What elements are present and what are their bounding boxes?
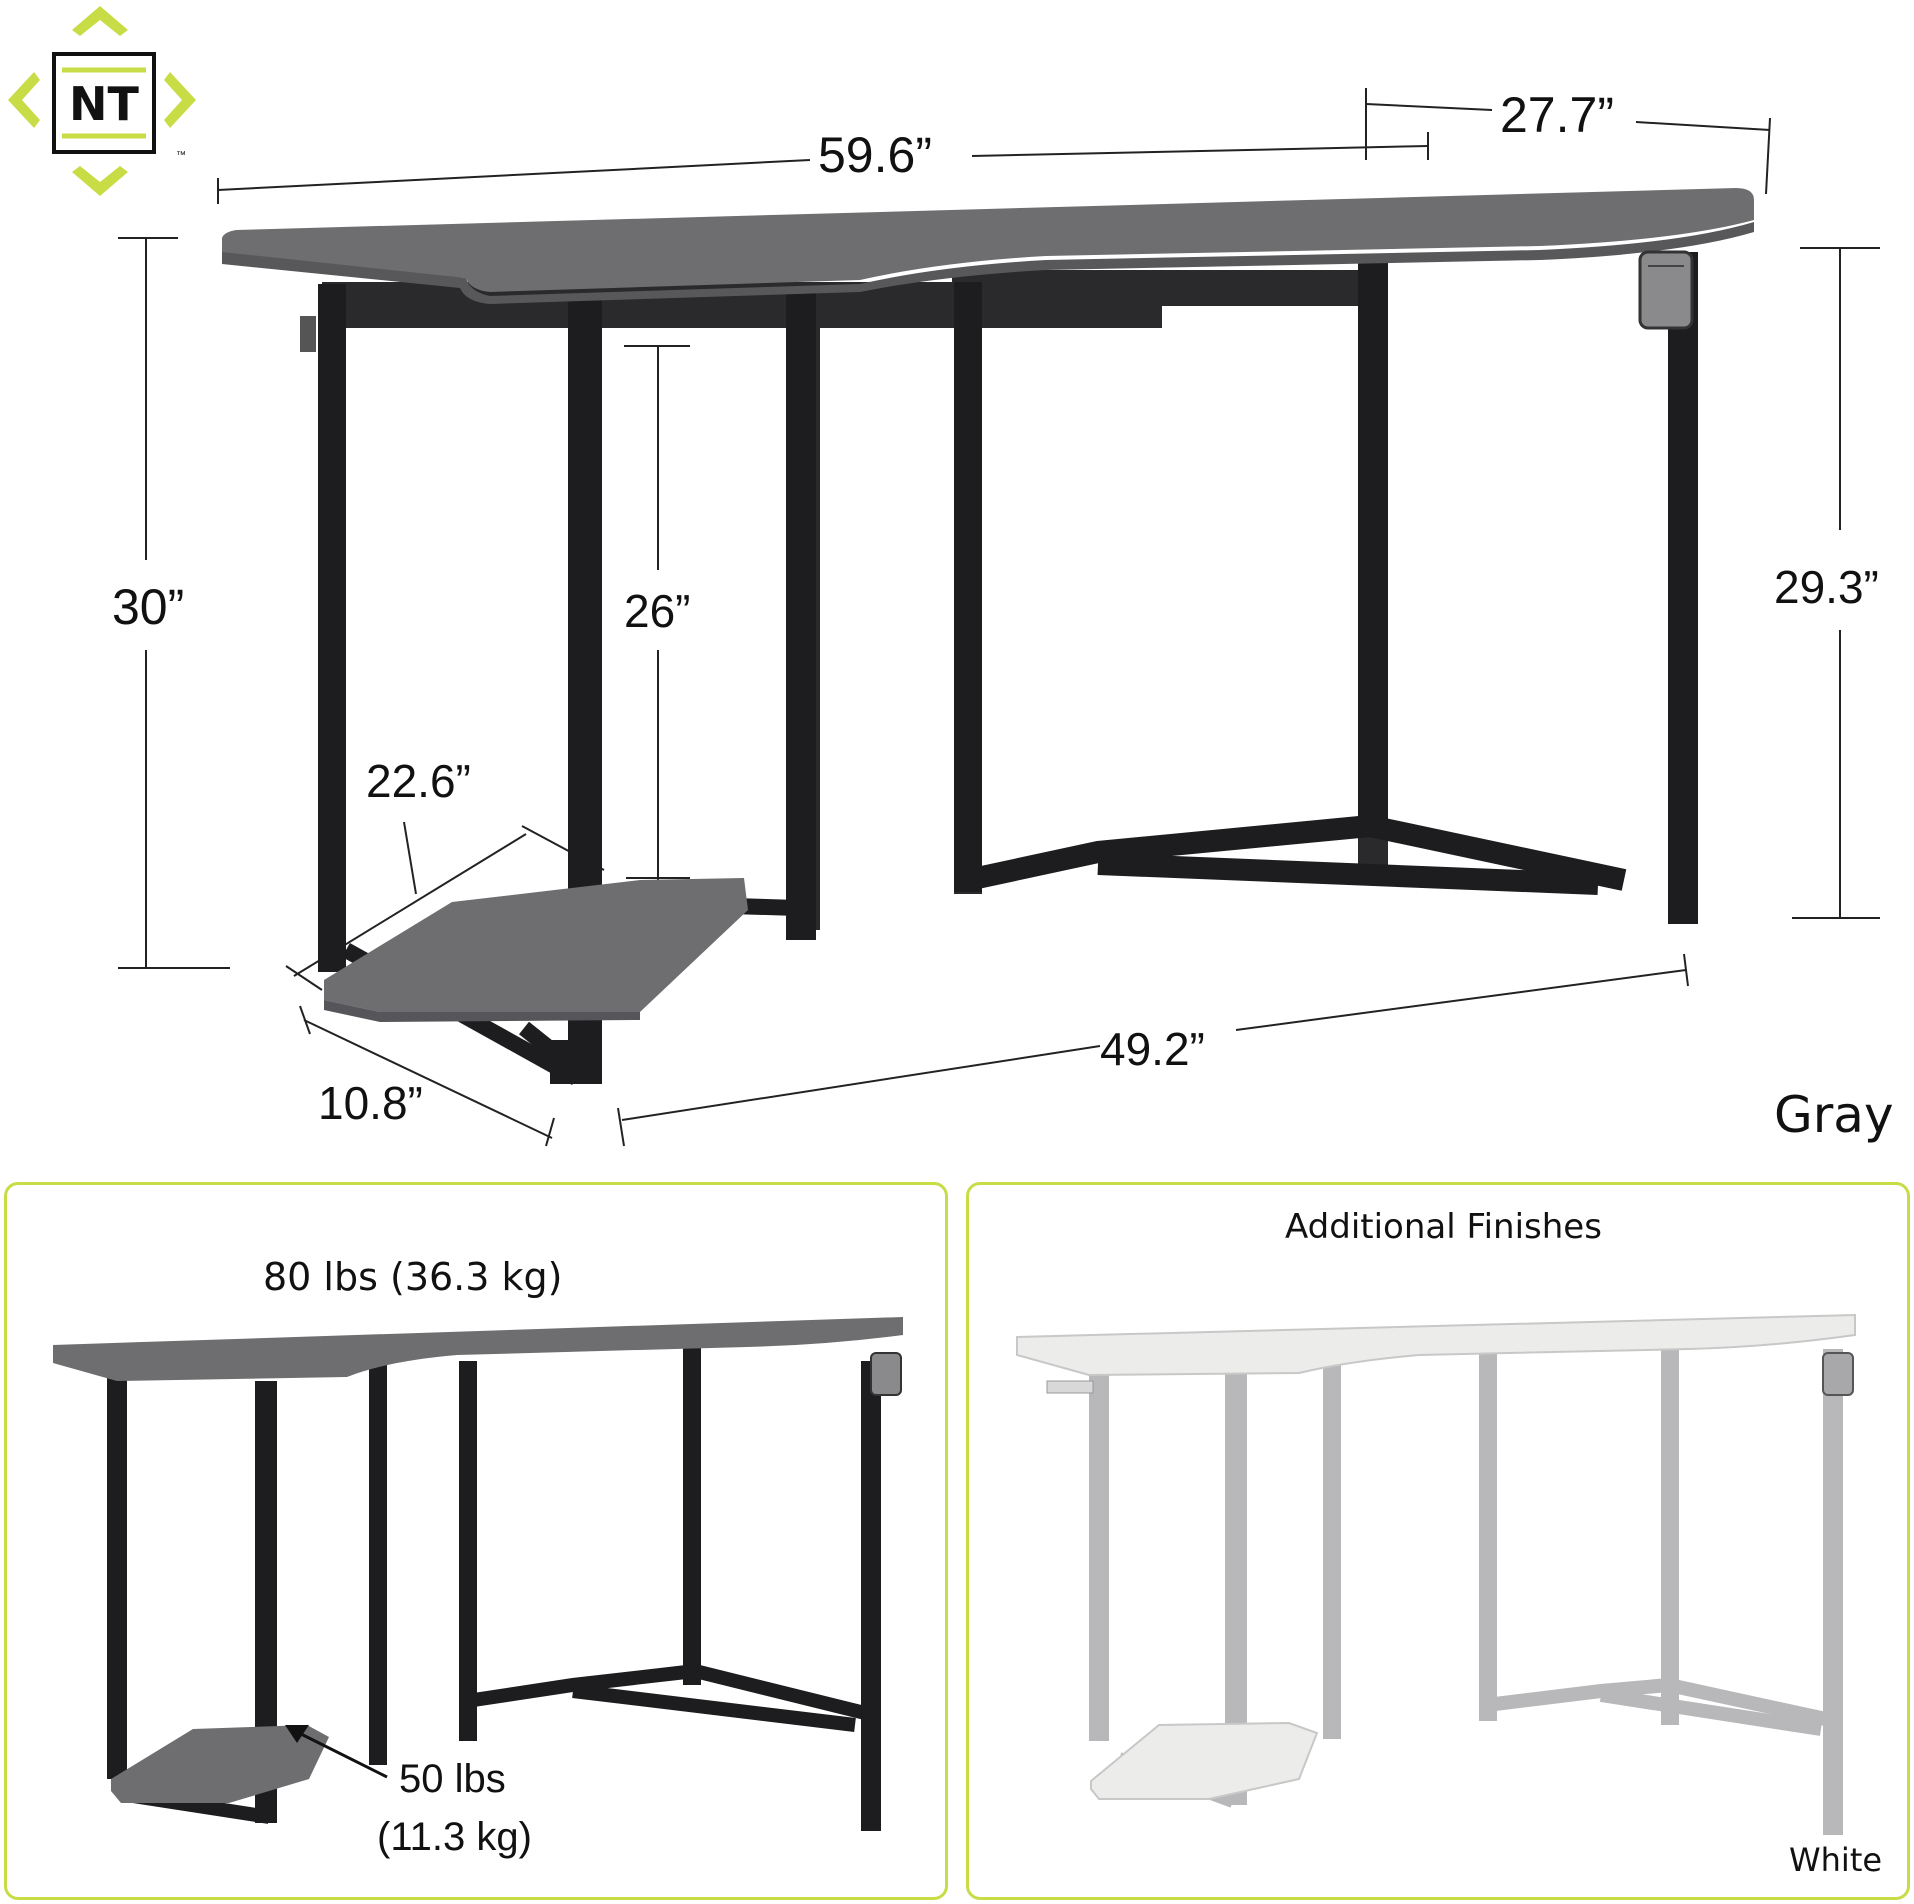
white-desk-top — [1016, 1313, 1856, 1377]
logo-text: NT — [69, 77, 139, 131]
finishes-panel-title: Additional Finishes — [1285, 1207, 1602, 1247]
weight-arrow-icon — [285, 1725, 309, 1743]
dim-base-length: 49.2” — [1100, 1023, 1205, 1075]
brand-logo: NT ™ — [8, 6, 196, 196]
finishes-panel: Additional Finishes White — [966, 1182, 1910, 1900]
gray-desk-top — [222, 188, 1754, 292]
desk-frame-triangle — [965, 815, 1627, 895]
dim-width: 59.6” — [818, 127, 932, 183]
logo-arrow-down-icon — [72, 166, 128, 196]
weight-panel-title: 80 lbs (36.3 kg) — [263, 1255, 563, 1299]
shelf-weight-lbs: 50 lbs — [399, 1757, 506, 1801]
dimension-lines — [118, 88, 1880, 1147]
logo-arrow-right-icon — [164, 72, 196, 128]
headphone-hook — [300, 316, 316, 352]
weight-desk-top — [53, 1317, 903, 1381]
dim-height: 30” — [112, 579, 185, 635]
finish-label-white: White — [1789, 1841, 1883, 1879]
dim-shelf-width: 10.8” — [318, 1077, 423, 1129]
dim-depth: 27.7” — [1500, 87, 1614, 143]
dim-leg-clearance: 26” — [624, 585, 691, 637]
logo-arrow-left-icon — [8, 72, 40, 128]
dim-shelf-depth: 22.6” — [366, 755, 471, 807]
finish-label-gray: Gray — [1774, 1086, 1894, 1144]
desk-legs-right — [954, 252, 1698, 924]
white-shelf — [1090, 1721, 1319, 1800]
shelf-weight-kg: (11.3 kg) — [377, 1815, 532, 1859]
weight-desk-illustration — [53, 1317, 903, 1831]
cup-holder-icon — [1638, 250, 1694, 330]
weight-panel: 80 lbs (36.3 kg) 50 lbs (11.3 kg) — [4, 1182, 948, 1900]
bottom-shelf — [324, 878, 748, 1012]
dim-inner-height: 29.3” — [1774, 561, 1879, 613]
white-desk-illustration — [1016, 1313, 1856, 1835]
logo-arrow-up-icon — [72, 6, 128, 36]
weight-shelf — [111, 1725, 329, 1803]
logo-trademark: ™ — [176, 150, 186, 161]
main-desk-illustration — [118, 88, 1880, 1147]
